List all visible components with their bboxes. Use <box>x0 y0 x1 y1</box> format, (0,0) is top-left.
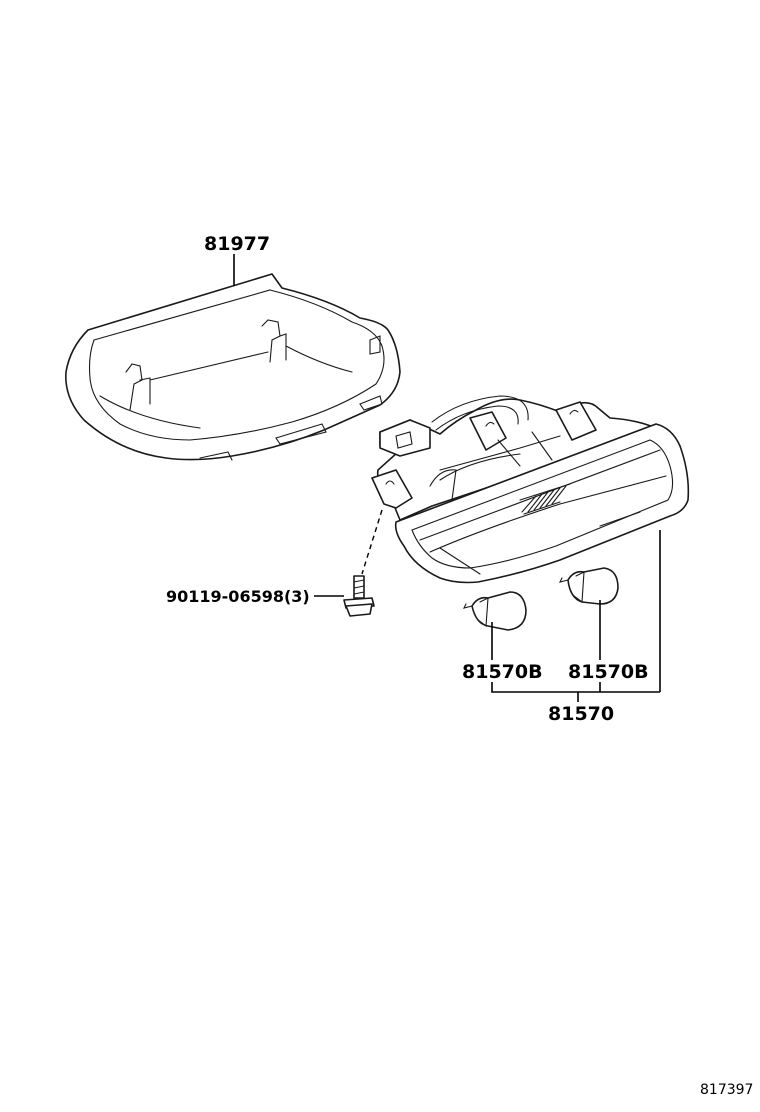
leader-lines <box>233 254 661 702</box>
bulb-left-part[interactable] <box>462 591 527 631</box>
bulb-right-label: 81570B <box>568 661 649 683</box>
bulb-left-label: 81570B <box>462 661 543 683</box>
bolt-label: 90119-06598(3) <box>166 587 310 606</box>
cover-part[interactable] <box>65 273 401 461</box>
bolt-part[interactable] <box>343 509 383 617</box>
lamp-assembly-label: 81570 <box>548 703 614 725</box>
cover-label: 81977 <box>204 233 270 255</box>
lamp-assembly-part[interactable] <box>371 395 690 584</box>
diagram-id-label: 817397 <box>700 1082 753 1098</box>
bulb-right-part[interactable] <box>558 567 619 605</box>
